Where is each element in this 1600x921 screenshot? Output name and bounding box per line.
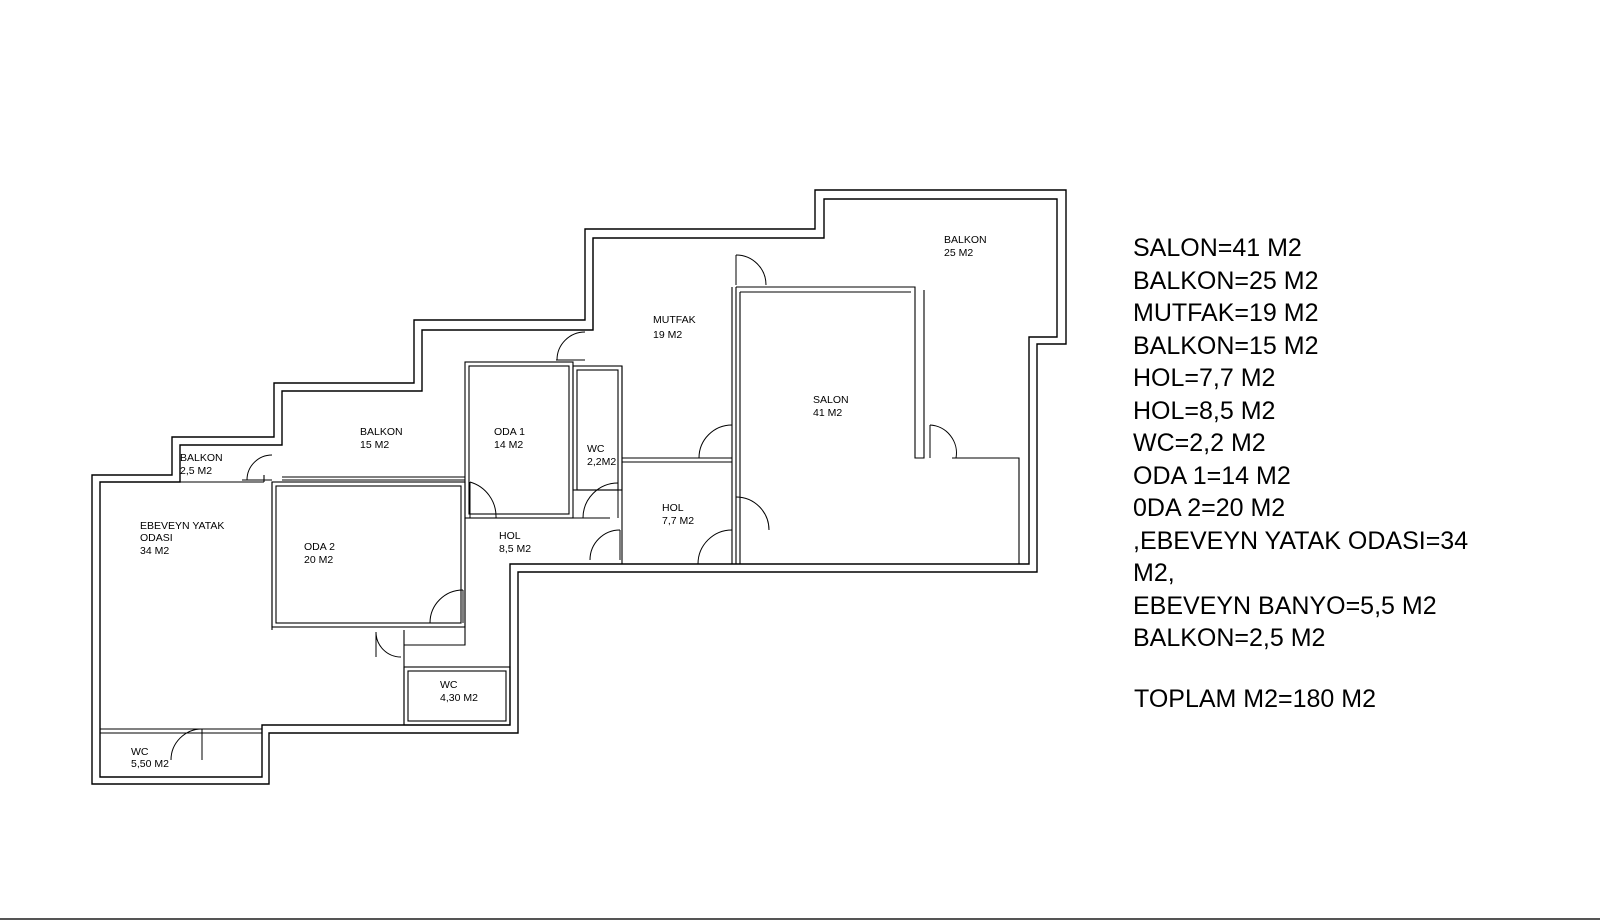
room-label-wc-22: WC bbox=[587, 443, 605, 455]
area-item: MUTFAK=19 M2 bbox=[1133, 299, 1319, 327]
area-item: SALON=41 M2 bbox=[1133, 234, 1302, 262]
room-area-wc-430: 4,30 M2 bbox=[440, 692, 478, 704]
room-label-ebeveyn-2: ODASI bbox=[140, 532, 173, 544]
room-label-oda-2: ODA 2 bbox=[304, 541, 335, 553]
area-item: BALKON=25 M2 bbox=[1133, 266, 1319, 295]
area-item: 0DA 2=20 M2 bbox=[1133, 494, 1286, 522]
area-item: ODA 1=14 M2 bbox=[1133, 461, 1291, 490]
room-label-hol-77: HOL bbox=[662, 502, 684, 514]
outer-wall-outline bbox=[91, 189, 1067, 785]
room-area-wc-22: 2,2M2 bbox=[587, 456, 616, 468]
total-area: TOPLAM M2=180 M2 bbox=[1134, 685, 1377, 713]
room-area-salon: 41 M2 bbox=[813, 407, 842, 419]
room-area-oda-1: 14 M2 bbox=[494, 439, 523, 451]
room-label-wc-430: WC bbox=[440, 679, 458, 691]
area-summary-list: SALON=41 M2 BALKON=25 M2 MUTFAK=19 M2 BA… bbox=[1133, 232, 1505, 655]
room-label-wc-550: WC bbox=[131, 746, 149, 758]
room-area-hol-85: 8,5 M2 bbox=[499, 543, 531, 555]
area-item: HOL=8,5 M2 bbox=[1133, 396, 1276, 425]
doors bbox=[170, 254, 957, 761]
room-label-balkon-25b: BALKON bbox=[180, 452, 223, 464]
area-item: BALKON=15 M2 bbox=[1133, 331, 1319, 360]
interior-walls bbox=[100, 238, 1020, 734]
outer-wall-inner-line bbox=[99, 198, 1058, 778]
area-item: ,EBEVEYN YATAK ODASI=34 M2, bbox=[1133, 526, 1469, 588]
area-item: WC=2,2 M2 bbox=[1133, 429, 1266, 457]
room-area-balkon-15: 15 M2 bbox=[360, 439, 389, 451]
room-label-oda-1: ODA 1 bbox=[494, 426, 525, 438]
room-area-balkon-25b: 2,5 M2 bbox=[180, 465, 212, 477]
room-label-balkon-25: BALKON bbox=[944, 234, 987, 246]
room-area-mutfak: 19 M2 bbox=[653, 329, 682, 341]
room-area-ebeveyn: 34 M2 bbox=[140, 545, 169, 557]
room-label-salon: SALON bbox=[813, 394, 849, 406]
area-item: BALKON=2,5 M2 bbox=[1133, 624, 1326, 652]
area-item: HOL=7,7 M2 bbox=[1133, 364, 1276, 392]
room-area-hol-77: 7,7 M2 bbox=[662, 515, 694, 527]
room-label-hol-85: HOL bbox=[499, 530, 521, 542]
room-label-mutfak: MUTFAK bbox=[653, 314, 696, 326]
room-labels: BALKON 25 M2 MUTFAK 19 M2 SALON 41 M2 BA… bbox=[131, 234, 987, 770]
room-label-balkon-15: BALKON bbox=[360, 426, 403, 438]
bottom-divider bbox=[0, 918, 1600, 920]
area-item: EBEVEYN BANYO=5,5 M2 bbox=[1133, 591, 1437, 620]
room-label-ebeveyn-1: EBEVEYN YATAK bbox=[140, 520, 224, 532]
room-area-wc-550: 5,50 M2 bbox=[131, 758, 169, 770]
room-area-oda-2: 20 M2 bbox=[304, 554, 333, 566]
room-area-balkon-25: 25 M2 bbox=[944, 247, 973, 259]
